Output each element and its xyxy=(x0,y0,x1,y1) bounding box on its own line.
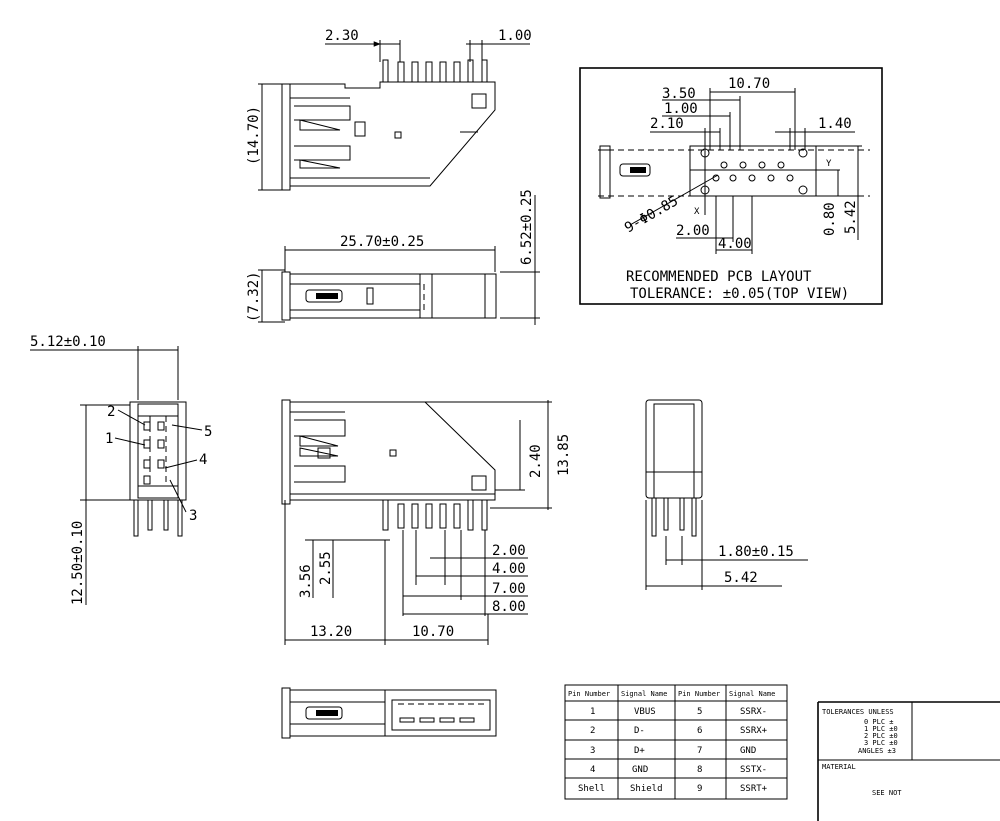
dim-base-left: 13.20 xyxy=(310,624,352,640)
pin-table-header-pin-number-1: Pin Number xyxy=(568,690,610,698)
pcb-dim-5-42: 5.42 xyxy=(843,200,859,234)
title-block-angles: ANGLES ±3 xyxy=(858,747,896,755)
dim-pin-4-00: 4.00 xyxy=(492,561,526,577)
pin-table: Pin Number Signal Name Pin Number Signal… xyxy=(564,684,788,800)
pcb-dim-1-40: 1.40 xyxy=(818,116,852,132)
dim-front-height: (7.32) xyxy=(246,271,262,322)
pin-table-header-pin-number-2: Pin Number xyxy=(678,690,720,698)
dim-rear-width: 5.42 xyxy=(724,570,758,586)
table-cell: D+ xyxy=(634,746,645,756)
pcb-axis-x: X xyxy=(694,207,700,217)
pcb-dim-10-70: 10.70 xyxy=(728,76,770,92)
pcb-layout-frame xyxy=(579,67,883,305)
table-cell: 9 xyxy=(697,784,702,794)
title-block-tolerances: TOLERANCES UNLESS xyxy=(822,708,894,716)
front-pin-label-5: 5 xyxy=(204,424,212,440)
dim-height-right: 6.52±0.25 xyxy=(519,189,535,265)
pcb-dim-4-00: 4.00 xyxy=(718,236,752,252)
table-cell: SSRT+ xyxy=(740,784,768,794)
table-cell: SSRX+ xyxy=(740,726,768,736)
table-cell: 7 xyxy=(697,746,702,756)
middle-side-view: 25.70±0.25 6.52±0.25 (7.32) xyxy=(246,189,540,325)
title-block: TOLERANCES UNLESS 0 PLC ± 1 PLC ±0 2 PLC… xyxy=(817,701,1000,821)
title-block-material: MATERIAL xyxy=(822,763,856,771)
dim-side-pin-offset: 2.40 xyxy=(528,444,544,478)
title-block-see-note: SEE NOT xyxy=(872,789,902,797)
table-row: 2 D- 6 SSRX+ xyxy=(590,726,768,736)
table-row: 4 GND 8 SSTX- xyxy=(590,765,767,775)
front-pin-label-4: 4 xyxy=(199,452,207,468)
dim-side-height: (14.70) xyxy=(246,106,262,165)
pcb-dim-0-80: 0.80 xyxy=(822,202,838,236)
pcb-dim-2-00: 2.00 xyxy=(676,223,710,239)
table-cell: 2 xyxy=(590,726,595,736)
table-cell: 6 xyxy=(697,726,702,736)
dim-side-pin-h2: 2.55 xyxy=(318,551,334,585)
dim-front-total-height: 12.50±0.10 xyxy=(70,521,86,605)
pcb-layout: 10.70 3.50 1.00 2.10 1.40 xyxy=(579,67,883,305)
pcb-hole-callout: 9-Φ0.85 xyxy=(622,193,681,236)
top-view: 2.30 1.00 (14.70) xyxy=(246,28,532,191)
dim-length: 25.70±0.25 xyxy=(340,234,424,250)
front-pin-label-2: 2 xyxy=(107,404,115,420)
table-cell: 8 xyxy=(697,765,702,775)
table-cell: D- xyxy=(634,726,645,736)
dim-top-1-00: 1.00 xyxy=(498,28,532,44)
dim-pin-2-00: 2.00 xyxy=(492,543,526,559)
front-pin-label-1: 1 xyxy=(105,431,113,447)
front-view-contacts xyxy=(143,421,165,485)
dim-pin-8-00: 8.00 xyxy=(492,599,526,615)
title-block-plc2: 2 PLC ±0 xyxy=(864,732,898,740)
dim-pin-7-00: 7.00 xyxy=(492,581,526,597)
table-row: 3 D+ 7 GND xyxy=(590,746,756,756)
bottom-view xyxy=(281,687,497,739)
table-row: Shell Shield 9 SSRT+ xyxy=(578,784,768,794)
pcb-dim-1-00: 1.00 xyxy=(664,101,698,117)
title-block-plc3: 3 PLC ±0 xyxy=(864,739,898,747)
pcb-title: RECOMMENDED PCB LAYOUT xyxy=(626,269,812,285)
pcb-tolerance: TOLERANCE: ±0.05(TOP VIEW) xyxy=(630,286,849,302)
dim-side-total-height: 13.85 xyxy=(556,434,572,476)
table-cell: 4 xyxy=(590,765,595,775)
dim-rear-pin: 1.80±0.15 xyxy=(718,544,794,560)
top-view-contacts xyxy=(294,105,478,169)
main-side-contacts xyxy=(294,419,487,491)
pcb-dim-2-10: 2.10 xyxy=(650,116,684,132)
dim-top-2-30: 2.30 xyxy=(325,28,359,44)
pin-table-header-signal-name-2: Signal Name xyxy=(729,690,775,698)
pin-table-header-signal-name-1: Signal Name xyxy=(621,690,667,698)
table-cell: VBUS xyxy=(634,707,656,717)
table-cell: GND xyxy=(740,746,756,756)
table-cell: GND xyxy=(632,765,648,775)
main-side-view: 13.85 2.40 xyxy=(281,399,572,645)
title-block-plc0: 0 PLC ± xyxy=(864,718,894,726)
table-row: 1 VBUS 5 SSRX- xyxy=(590,707,767,717)
dim-base-right: 10.70 xyxy=(412,624,454,640)
top-view-pins xyxy=(382,59,488,109)
dim-side-pin-h1: 3.56 xyxy=(298,564,314,598)
front-pin-label-3: 3 xyxy=(189,508,197,524)
table-cell: Shield xyxy=(630,784,663,794)
pcb-axis-y: Y xyxy=(826,159,832,169)
table-cell: SSTX- xyxy=(740,765,767,775)
table-cell: 1 xyxy=(590,707,595,717)
dim-front-width: 5.12±0.10 xyxy=(30,334,106,350)
rear-view: 1.80±0.15 5.42 xyxy=(645,399,808,590)
table-cell: 5 xyxy=(697,707,702,717)
table-cell: 3 xyxy=(590,746,595,756)
pcb-dim-3-50: 3.50 xyxy=(662,86,696,102)
table-cell: SSRX- xyxy=(740,707,767,717)
main-side-pins xyxy=(382,499,488,531)
pcb-holes xyxy=(700,148,808,195)
front-view: 5.12±0.10 12.50±0.10 1 xyxy=(30,334,212,605)
title-block-plc1: 1 PLC ±0 xyxy=(864,725,898,733)
table-cell: Shell xyxy=(578,784,605,794)
